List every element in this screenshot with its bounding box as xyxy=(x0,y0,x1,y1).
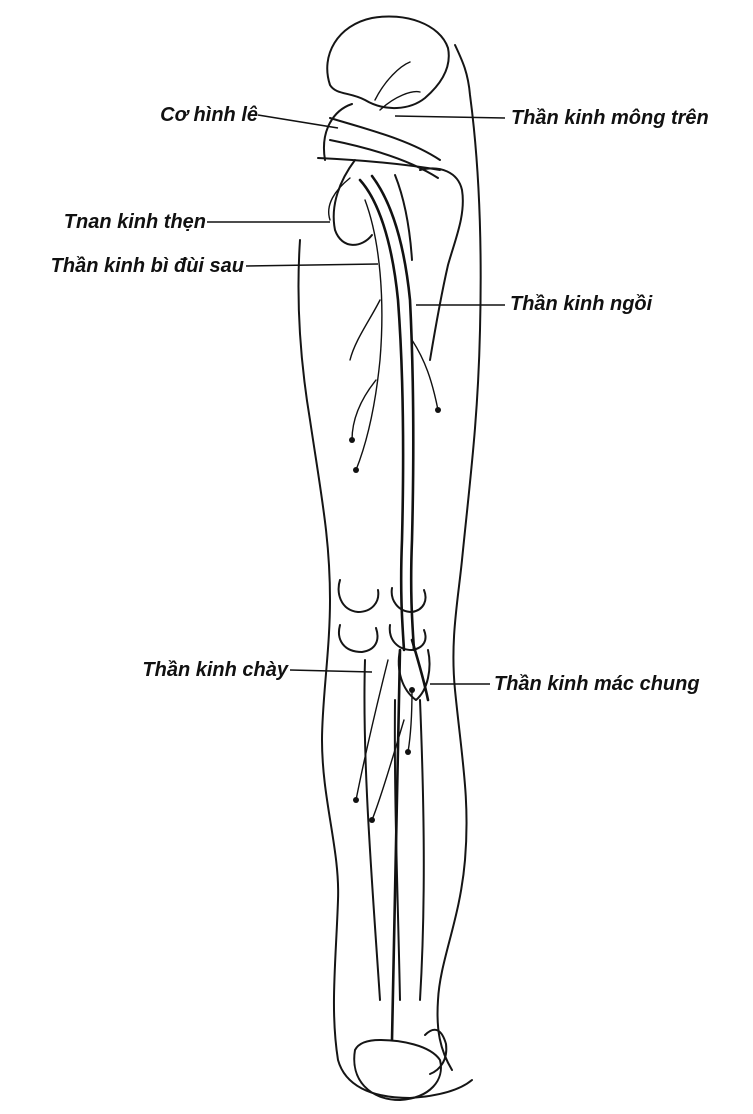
leader-mong-tren xyxy=(395,116,505,118)
pudendal-nerve xyxy=(329,178,350,220)
sciatic-nerve xyxy=(360,180,404,650)
label-than-kinh-bi-dui-sau: Thần kinh bì đùi sau xyxy=(0,254,244,278)
leader-bi-dui-sau xyxy=(246,264,378,266)
leader-lines xyxy=(207,115,505,684)
label-than-kinh-then: Tnan kinh thẹn xyxy=(10,210,206,234)
label-than-kinh-ngoi: Thần kinh ngồi xyxy=(510,292,652,316)
nerves xyxy=(329,62,438,1040)
leader-chay xyxy=(290,670,372,672)
label-than-kinh-chay: Thần kinh chày xyxy=(60,658,288,682)
label-than-kinh-mong-tren: Thần kinh mông trên xyxy=(511,106,709,130)
label-than-kinh-mac-chung: Thần kinh mác chung xyxy=(494,672,700,696)
leg-outline xyxy=(298,16,480,1100)
leader-co-hinh-le xyxy=(258,115,338,128)
label-co-hinh-le: Cơ hình lê xyxy=(112,103,258,127)
superior-gluteal-nerve xyxy=(375,62,420,110)
